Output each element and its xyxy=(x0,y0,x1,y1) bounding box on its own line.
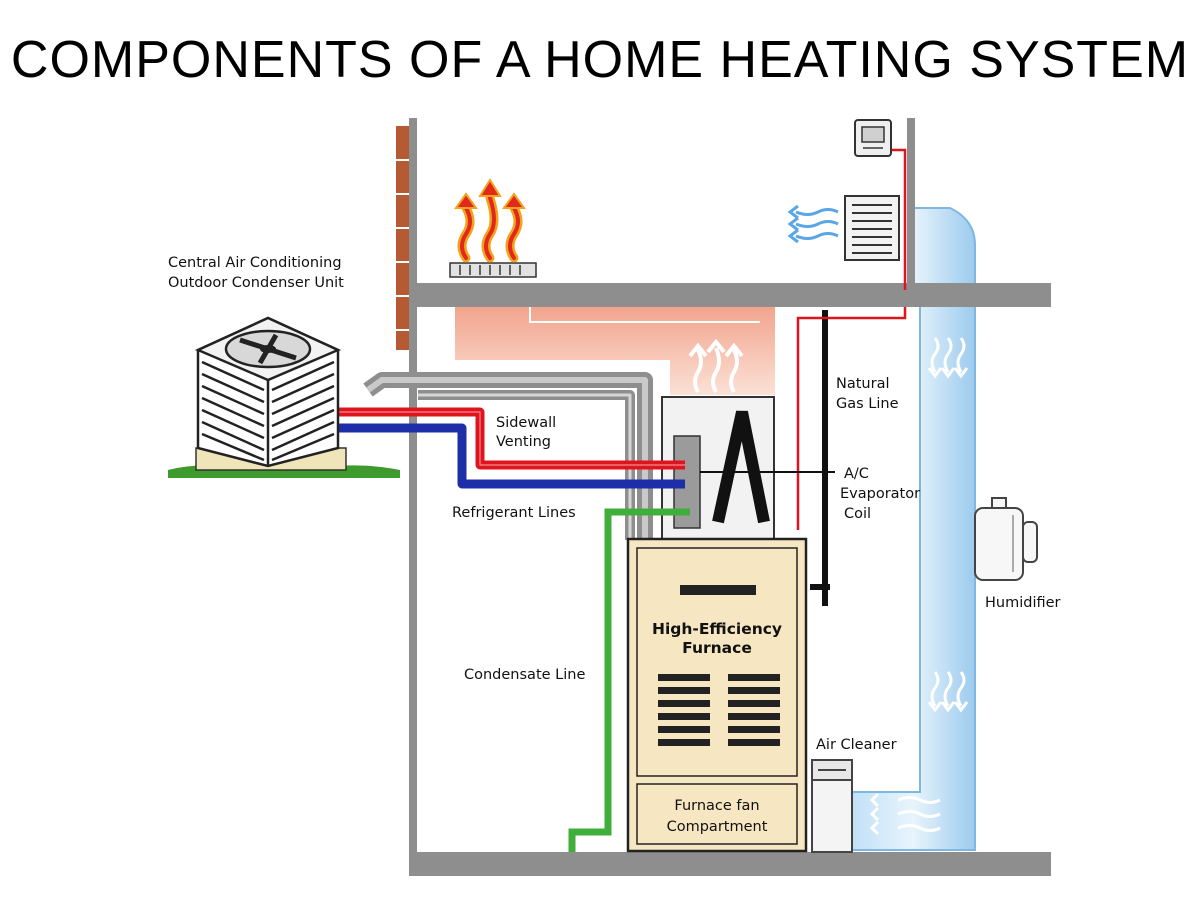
label-coil-line1: A/C xyxy=(844,466,869,482)
label-sidewall-line1: Sidewall xyxy=(496,415,556,431)
cool-air-arrows-icon xyxy=(787,204,839,244)
label-sidewall-line2: Venting xyxy=(496,434,551,450)
label-furnace-line2: Furnace xyxy=(682,639,752,657)
label-condensate-line: Condensate Line xyxy=(464,667,585,683)
label-coil-line3: Coil xyxy=(844,506,871,522)
refrigerant-lines xyxy=(335,407,685,489)
label-gas-line1: Natural xyxy=(836,376,889,392)
furnace xyxy=(626,537,808,853)
label-condenser-line1: Central Air Conditioning xyxy=(168,255,342,271)
air-vent-icon xyxy=(844,195,900,261)
floor-register-icon xyxy=(449,262,537,278)
thermostat-icon xyxy=(854,119,892,157)
label-gas-line2: Gas Line xyxy=(836,396,899,412)
house-structure xyxy=(409,118,1051,876)
supply-air-duct xyxy=(455,307,775,395)
outdoor-condenser-unit xyxy=(168,316,400,478)
label-refrigerant-lines: Refrigerant Lines xyxy=(452,505,576,521)
label-condenser-line2: Outdoor Condenser Unit xyxy=(168,275,344,291)
label-fan-line2: Compartment xyxy=(667,819,768,835)
brick-wall xyxy=(396,126,409,350)
sidewall-venting-pipe xyxy=(363,372,653,540)
label-humidifier: Humidifier xyxy=(985,595,1061,611)
diagram-labels: Central Air Conditioning Outdoor Condens… xyxy=(168,255,1061,835)
label-furnace-line1: High-Efficiency xyxy=(652,620,782,638)
heat-arrows-icon xyxy=(688,338,744,394)
label-coil-line2: Evaporator xyxy=(840,486,920,502)
evaporator-coil-housing xyxy=(661,396,835,540)
humidifier xyxy=(974,497,1038,581)
natural-gas-line xyxy=(810,310,830,606)
return-air-arrows-icon xyxy=(869,337,969,836)
air-cleaner xyxy=(811,759,853,853)
thermostat-wire xyxy=(796,148,907,530)
page-title: COMPONENTS OF A HOME HEATING SYSTEM xyxy=(10,31,1190,89)
label-air-cleaner: Air Cleaner xyxy=(816,737,897,753)
furnace-louvers xyxy=(658,674,780,746)
condensate-line xyxy=(568,508,690,852)
label-fan-line1: Furnace fan xyxy=(674,798,759,814)
rising-heat-icon xyxy=(454,178,526,263)
